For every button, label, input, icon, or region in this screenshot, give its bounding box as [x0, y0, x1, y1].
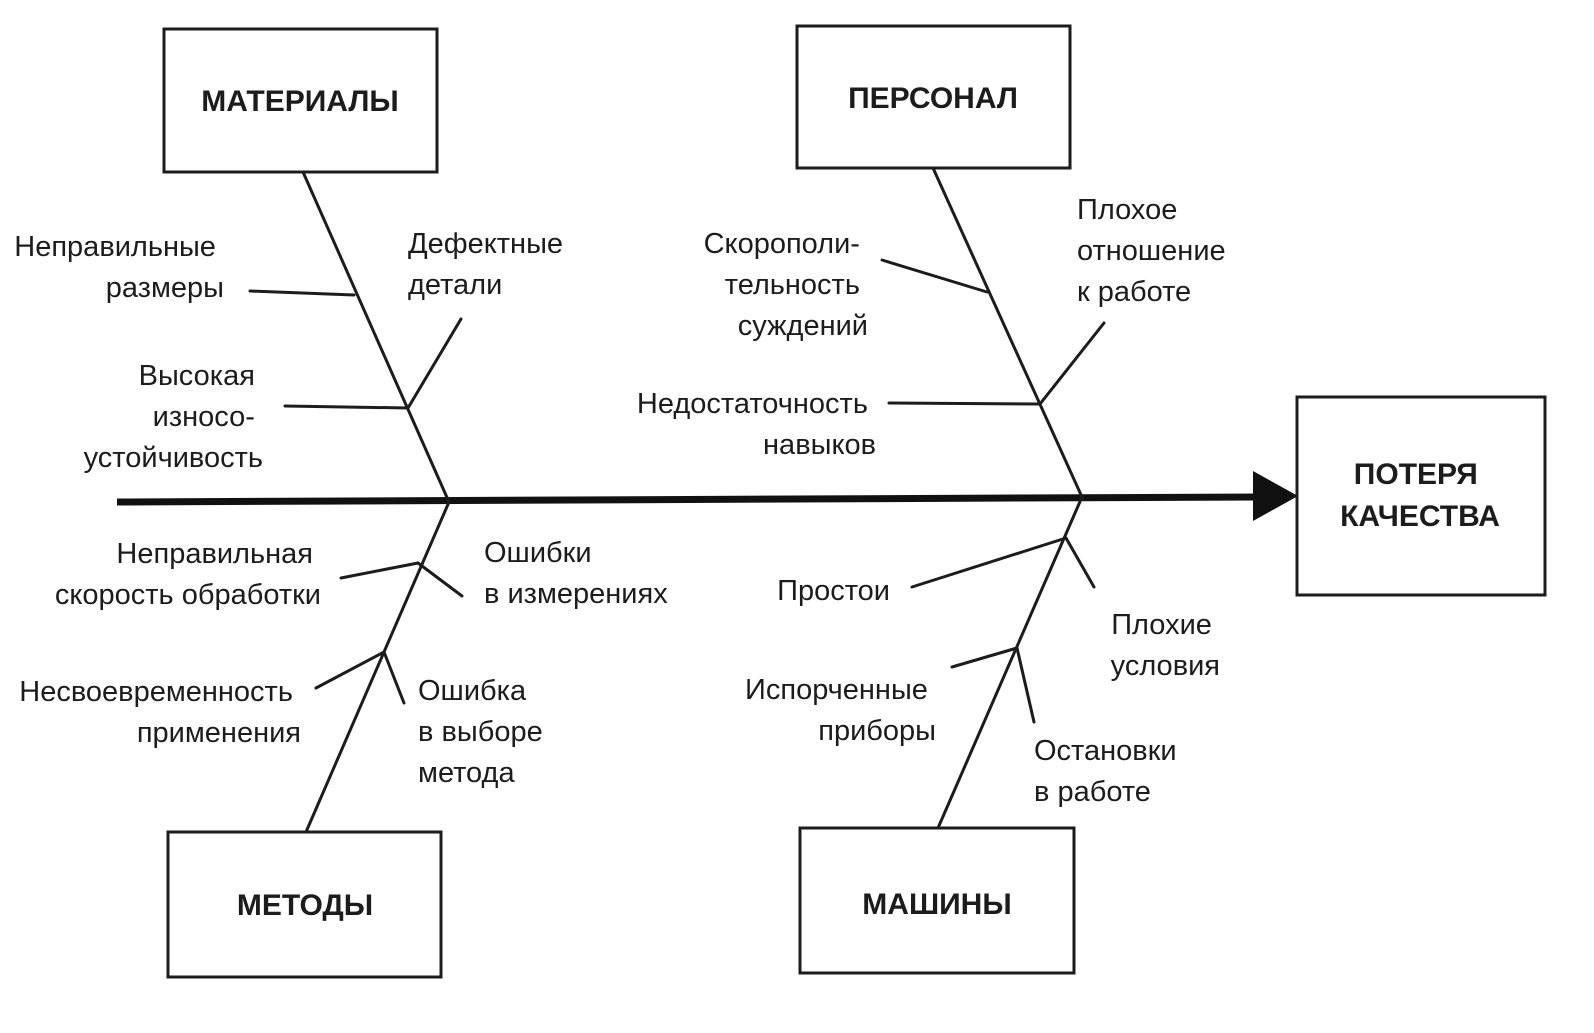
cause-line: Испорченные: [745, 674, 928, 706]
personnel-branch-lack-of-skills: [887, 401, 1042, 406]
cause-line: размеры: [106, 272, 224, 304]
methods-branch-processing-speed: [339, 561, 420, 580]
cause-line: тельность: [725, 269, 860, 301]
cause-defective-parts: Дефектные детали: [408, 228, 571, 301]
cause-line: износо-: [153, 401, 255, 433]
materials-label: МАТЕРИАЛЫ: [201, 85, 399, 118]
methods-bone: [304, 500, 451, 834]
cause-line: в измерениях: [484, 578, 668, 610]
cause-line: в работе: [1034, 776, 1151, 808]
machines-branch-stoppages: [1015, 646, 1036, 724]
machines-branch-bad-conditions: [1064, 536, 1096, 589]
materials-branch-wrong-sizes: [248, 289, 356, 297]
cause-line: Несвоевременность: [19, 676, 293, 708]
cause-measurement-errors: Ошибки в измерениях: [484, 537, 668, 610]
cause-line: Дефектные: [408, 228, 563, 260]
cause-line: Остановки: [1034, 735, 1177, 767]
cause-line: приборы: [818, 715, 936, 747]
cause-line: в выборе: [418, 716, 543, 748]
main-spine: [116, 493, 1259, 506]
personnel-box: [795, 24, 1072, 170]
effect-box: [1295, 395, 1547, 597]
cause-line: Плохие: [1111, 609, 1212, 641]
cause-line: детали: [408, 269, 502, 301]
methods-box: [166, 830, 443, 979]
cause-line: Неправильные: [14, 231, 216, 263]
cause-line: применения: [137, 717, 301, 749]
machines-box: [798, 826, 1076, 975]
cause-line: отношение: [1077, 235, 1226, 267]
methods-branch-untimely: [314, 650, 386, 690]
personnel-label: ПЕРСОНАЛ: [848, 82, 1018, 115]
cause-line: Плохое: [1077, 194, 1177, 226]
methods-branch-measurement-errors: [416, 561, 464, 598]
cause-hasty-judgment: Скорополи- тельность суждений: [704, 228, 868, 342]
cause-line: Скорополи-: [704, 228, 860, 260]
machines-branch-broken-instruments: [950, 646, 1019, 669]
methods-label: МЕТОДЫ: [237, 889, 373, 922]
cause-line: Простои: [777, 575, 890, 607]
cause-bad-attitude: Плохое отношение к работе: [1077, 194, 1234, 308]
cause-line: Неправильная: [116, 538, 313, 570]
materials-branch-defective-parts: [406, 317, 463, 410]
cause-line: условия: [1111, 650, 1220, 682]
cause-line: Недостаточность: [637, 388, 868, 420]
effect-label-line: КАЧЕСТВА: [1340, 500, 1500, 533]
personnel-branch-hasty-judgment: [880, 258, 989, 294]
cause-lack-of-skills: Недостаточность навыков: [637, 388, 876, 461]
materials-branch-wear-resistance: [283, 404, 410, 410]
machines-label: МАШИНЫ: [862, 888, 1011, 921]
cause-line: навыков: [763, 429, 876, 461]
machines-branch-downtime: [910, 536, 1068, 589]
cause-method-choice-error: Ошибка в выборе метода: [418, 675, 551, 789]
cause-line: Высокая: [139, 360, 255, 392]
cause-bad-conditions: Плохие условия: [1111, 609, 1220, 682]
spine-arrowhead: [1253, 471, 1298, 521]
personnel-bone: [931, 166, 1084, 499]
methods-branch-method-choice: [382, 650, 406, 705]
cause-broken-instruments: Испорченные приборы: [745, 674, 936, 747]
cause-high-wear-resistance: Высокая износо- устойчивость: [84, 360, 263, 474]
cause-line: Ошибка: [418, 675, 527, 707]
effect-label-line: ПОТЕРЯ: [1354, 458, 1478, 491]
cause-line: метода: [418, 757, 515, 789]
cause-line: суждений: [738, 310, 868, 342]
personnel-branch-bad-attitude: [1038, 321, 1106, 406]
effect-label: ПОТЕРЯ КАЧЕСТВА: [1340, 458, 1500, 533]
cause-untimely-application: Несвоевременность применения: [19, 676, 301, 749]
cause-line: к работе: [1077, 276, 1191, 308]
cause-wrong-sizes: Неправильные размеры: [14, 231, 224, 304]
materials-box: [162, 27, 439, 174]
cause-line: устойчивость: [84, 442, 263, 474]
cause-line: скорость обработки: [55, 579, 321, 611]
materials-bone: [301, 170, 451, 504]
cause-line: Ошибки: [484, 537, 592, 569]
cause-wrong-processing-speed: Неправильная скорость обработки: [55, 538, 321, 611]
machines-bone: [936, 495, 1084, 830]
cause-downtime: Простои: [777, 575, 890, 607]
cause-work-stoppages: Остановки в работе: [1034, 735, 1185, 808]
